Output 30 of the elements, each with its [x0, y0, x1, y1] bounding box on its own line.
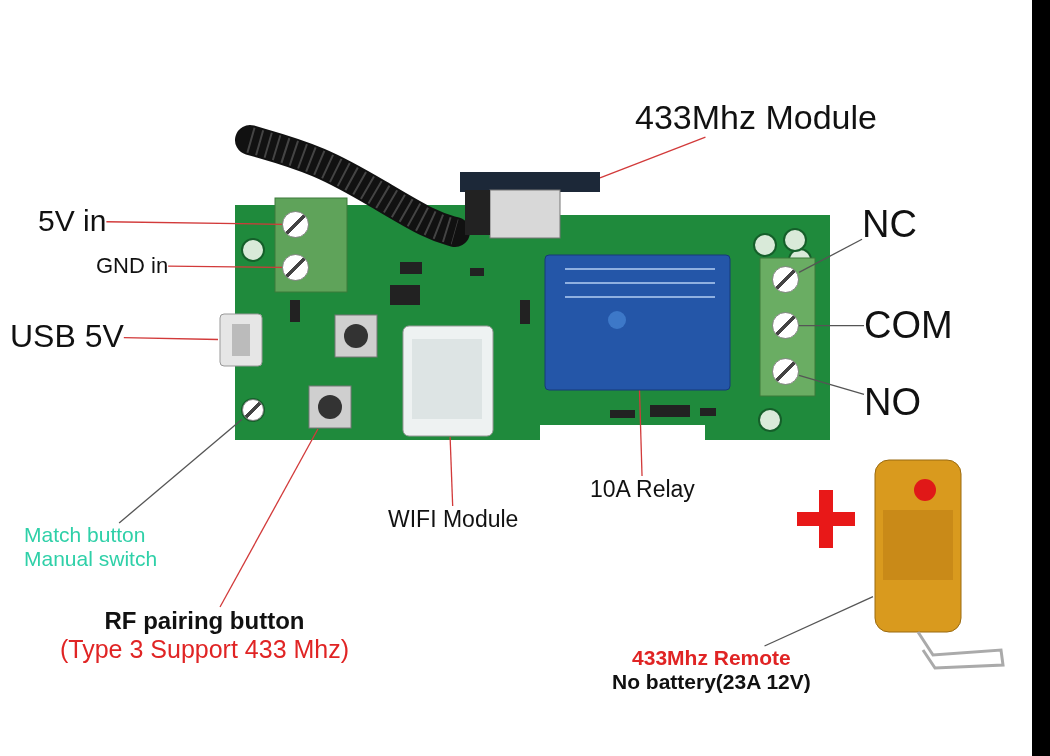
- leader-line: [449, 436, 454, 507]
- callout-label: 10A Relay: [590, 476, 695, 503]
- push-button-drawing: [308, 385, 352, 429]
- callout-label: NO: [864, 381, 921, 425]
- remote-control-drawing: [873, 460, 1008, 672]
- leader-line: [763, 596, 874, 647]
- wifi-module-drawing: [402, 325, 494, 437]
- leader-line: [798, 238, 863, 274]
- callout-label: GND in: [96, 253, 169, 279]
- leader-line: [167, 265, 283, 268]
- callout-label: RF pairing button (Type 3 Support 433 Mhz): [60, 607, 350, 664]
- callout-label: WIFI Module: [388, 506, 519, 533]
- callout-label: 433Mhz Remote No battery(23A 12V): [612, 646, 811, 695]
- callout-label: COM: [864, 304, 953, 348]
- leader-line: [798, 324, 865, 327]
- leader-line: [638, 389, 643, 477]
- leader-line: [798, 374, 865, 396]
- callout-label: NC: [862, 203, 917, 247]
- leader-line: [599, 136, 707, 179]
- callout-label: 5V in: [38, 204, 107, 239]
- rf-module-drawing: [460, 172, 600, 238]
- callout-label: Match button Manual switch: [24, 523, 158, 572]
- usb-port-drawing: [218, 312, 264, 368]
- leader-line: [219, 428, 319, 608]
- leader-line: [123, 336, 219, 341]
- relay-drawing: [545, 255, 730, 390]
- leader-line: [105, 221, 283, 225]
- callout-label: 433Mhz Module: [635, 98, 877, 138]
- leader-line: [118, 418, 243, 524]
- callout-label: USB 5V: [10, 318, 124, 355]
